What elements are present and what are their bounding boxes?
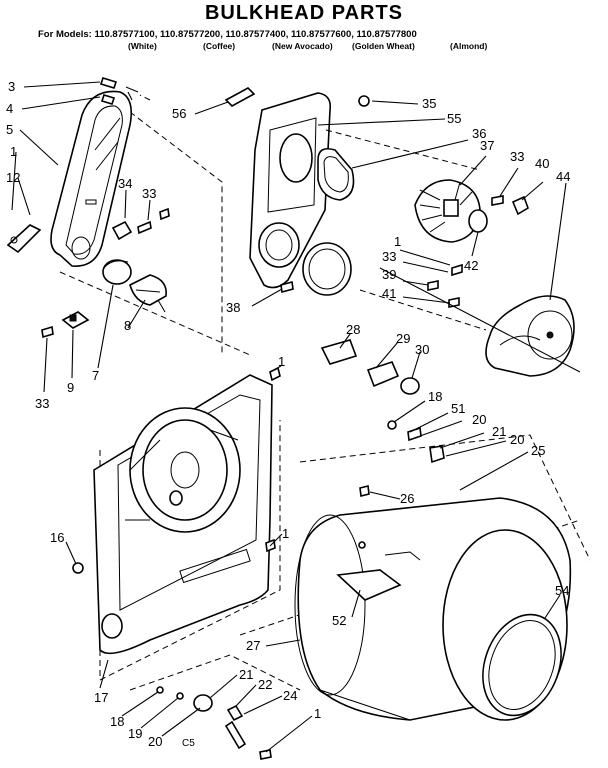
callout-label: 42 [464,258,478,273]
callout-label: 7 [92,368,99,383]
reflector-part-8 [129,274,167,306]
callout-label: 21 [239,667,253,682]
callout-label: 16 [50,530,64,545]
callout-label: 40 [535,156,549,171]
callout-label: 39 [382,267,396,282]
callout-label: 3 [8,79,15,94]
screw-part-4 [100,94,116,105]
callout-label: 25 [531,443,545,458]
callout-label: 18 [428,389,442,404]
footer-code: C5 [182,738,195,749]
front-bulkhead-assembly [72,366,281,681]
callout-label: 20 [510,432,524,447]
callout-label: 1 [10,144,17,159]
callout-label: 55 [447,111,461,126]
screw-part-3 [99,77,118,89]
callout-labels: 3 4 5 1 12 34 33 56 55 35 36 37 33 40 44… [6,79,570,749]
part-28 [320,339,358,365]
part-40 [511,195,529,216]
callout-label: 5 [6,122,13,137]
rear-bulkhead-assembly [224,87,487,331]
lamp-part-7 [102,259,132,285]
color-almond: (Almond) [450,41,488,51]
color-white: (White) [128,41,157,51]
callout-label: 20 [148,734,162,749]
callout-label: 9 [67,380,74,395]
callout-label: 41 [382,286,396,301]
callout-label: 56 [172,106,186,121]
callout-label: 33 [142,186,156,201]
callout-label: 44 [556,169,570,184]
callout-label: 27 [246,638,260,653]
callout-label: 17 [94,690,108,705]
callout-label: 1 [314,706,321,721]
callout-label: 8 [124,318,131,333]
callout-label: 28 [346,322,360,337]
color-coffee: (Coffee) [203,41,236,51]
callout-label: 18 [110,714,124,729]
page-title: BULKHEAD PARTS [204,2,404,24]
callout-label: 33 [382,249,396,264]
leader-lines [11,81,567,753]
callout-label: 29 [396,331,410,346]
part-56 [224,87,256,107]
callout-label: 35 [422,96,436,111]
callout-label: 4 [6,101,13,116]
callout-label: 20 [472,412,486,427]
callout-label: 21 [492,424,506,439]
color-new-avocado: (New Avocado) [272,41,333,51]
callout-label: 34 [118,176,132,191]
callout-label: 22 [258,677,272,692]
callout-label: 38 [226,300,240,315]
nut-part-16 [72,562,84,574]
part-42 [468,209,488,233]
callout-label: 36 [472,126,486,141]
callout-label: 24 [283,688,297,703]
callout-label: 19 [128,726,142,741]
callout-label: 1 [394,234,401,249]
seal-part-38 [302,242,352,296]
baffle-part-52 [336,569,402,601]
callout-label: 1 [278,354,285,369]
part-30 [400,377,420,395]
callout-label: 1 [282,526,289,541]
models-line: For Models: 110.87577100, 110.87577200, … [38,29,417,40]
callout-label: 26 [400,491,414,506]
blower-assembly [379,179,581,377]
color-golden-wheat: (Golden Wheat) [352,41,415,51]
bottom-small-parts [129,654,301,760]
callout-label: 12 [6,170,20,185]
callout-label: 52 [332,613,346,628]
thermostat-cluster [320,339,445,464]
seal-part-36 [317,147,355,201]
bracket-part-12 [6,224,42,254]
callout-label: 37 [480,138,494,153]
blower-housing-part-44 [485,295,575,377]
part-29 [366,361,400,388]
screw-part-33 [137,220,152,235]
callout-label: 33 [35,396,49,411]
socket-part-34 [111,220,133,241]
drum-assembly [239,434,591,721]
callout-label: 51 [451,401,465,416]
seal-part-54 [482,613,562,717]
callout-label: 30 [415,342,429,357]
callout-label: 54 [555,583,569,598]
upper-left-assembly [6,77,251,356]
nut-part-35 [358,95,370,107]
callout-label: 33 [510,149,524,164]
